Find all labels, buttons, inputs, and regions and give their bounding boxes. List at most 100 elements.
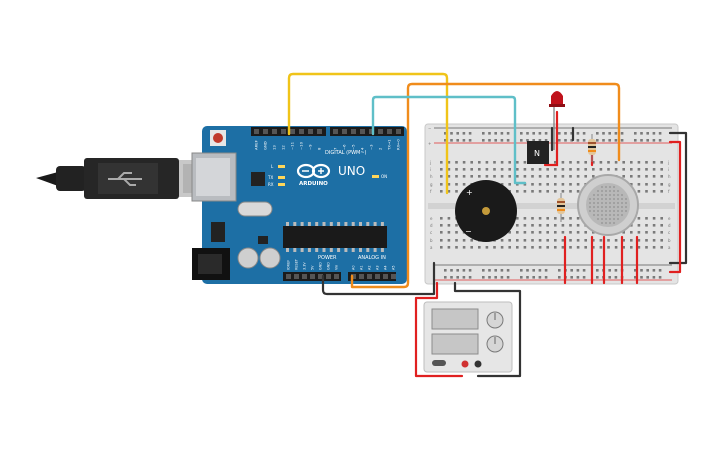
rail-hole[interactable] (488, 269, 491, 272)
breadboard-hole[interactable] (447, 190, 451, 193)
breadboard-hole[interactable] (508, 183, 511, 186)
breadboard-hole[interactable] (622, 161, 625, 164)
rail-hole[interactable] (500, 139, 504, 142)
breadboard-hole[interactable] (584, 239, 587, 242)
breadboard-hole[interactable] (561, 231, 565, 234)
rail-hole[interactable] (646, 132, 649, 135)
breadboard-hole[interactable] (569, 231, 572, 234)
wire-red-supply[interactable] (414, 281, 464, 378)
digital-pin[interactable] (396, 129, 401, 134)
breadboard-jumpers[interactable] (543, 110, 639, 285)
breadboard-hole[interactable] (652, 161, 656, 164)
breadboard-hole[interactable] (516, 239, 519, 242)
usb-cable[interactable] (36, 158, 206, 199)
breadboard-hole[interactable] (630, 161, 633, 164)
breadboard-hole[interactable] (523, 224, 527, 227)
breadboard-hole[interactable] (576, 239, 580, 242)
rail-hole[interactable] (526, 269, 529, 272)
rail-hole[interactable] (532, 269, 535, 272)
rail-hole[interactable] (506, 139, 510, 142)
breadboard-hole[interactable] (554, 161, 557, 164)
breadboard-hole[interactable] (569, 224, 572, 227)
rail-hole[interactable] (602, 139, 605, 142)
digital-pin-holes[interactable] (254, 129, 401, 134)
breadboard-hole[interactable] (637, 183, 641, 186)
power-pin[interactable] (334, 274, 339, 279)
breadboard-hole[interactable] (637, 231, 641, 234)
breadboard-hole[interactable] (546, 217, 549, 220)
breadboard-hole[interactable] (622, 246, 625, 249)
breadboard-hole[interactable] (576, 183, 580, 186)
breadboard-hole[interactable] (561, 246, 565, 249)
rail-hole[interactable] (614, 269, 618, 272)
power-pin[interactable] (326, 274, 331, 279)
rail-hole[interactable] (608, 276, 611, 279)
analog-pin[interactable] (383, 274, 388, 279)
npn-transistor[interactable]: N (527, 141, 549, 164)
breadboard-hole[interactable] (447, 224, 451, 227)
breadboard-hole[interactable] (440, 246, 443, 249)
breadboard-hole[interactable] (500, 161, 504, 164)
breadboard-hole[interactable] (660, 217, 663, 220)
digital-pin[interactable] (342, 129, 347, 134)
rail-hole[interactable] (602, 132, 605, 135)
rail-hole[interactable] (596, 132, 599, 135)
rail-hole[interactable] (450, 139, 453, 142)
analog-pin[interactable] (351, 274, 356, 279)
breadboard-hole[interactable] (455, 239, 458, 242)
breadboard-hole[interactable] (652, 246, 656, 249)
rail-hole[interactable] (646, 269, 649, 272)
rail-hole[interactable] (544, 276, 548, 279)
breadboard-hole[interactable] (440, 168, 443, 171)
breadboard-hole[interactable] (569, 175, 572, 178)
breadboard-hole[interactable] (622, 168, 625, 171)
rail-hole[interactable] (634, 269, 637, 272)
breadboard-hole[interactable] (447, 183, 451, 186)
breadboard-hole[interactable] (630, 168, 633, 171)
rail-hole[interactable] (640, 132, 643, 135)
breadboard-hole[interactable] (516, 190, 519, 193)
breadboard-hole[interactable] (531, 175, 534, 178)
breadboard-hole[interactable] (516, 168, 519, 171)
breadboard-hole[interactable] (637, 168, 641, 171)
breadboard-hole[interactable] (576, 224, 580, 227)
digital-pin[interactable] (290, 129, 295, 134)
breadboard-hole[interactable] (569, 183, 572, 186)
breadboard-hole[interactable] (561, 239, 565, 242)
breadboard-hole[interactable] (607, 168, 610, 171)
bottom-pin-holes[interactable] (286, 274, 396, 279)
digital-pin[interactable] (360, 129, 365, 134)
breadboard-hole[interactable] (516, 224, 519, 227)
breadboard-hole[interactable] (470, 161, 473, 164)
breadboard-hole[interactable] (470, 168, 473, 171)
rail-hole[interactable] (544, 269, 548, 272)
breadboard-hole[interactable] (652, 183, 656, 186)
red-jumper-led[interactable] (543, 110, 559, 167)
breadboard-hole[interactable] (531, 239, 534, 242)
breadboard-hole[interactable] (546, 190, 549, 193)
rail-hole[interactable] (500, 269, 504, 272)
rail-hole[interactable] (658, 132, 662, 135)
rail-hole[interactable] (582, 139, 586, 142)
rail-hole[interactable] (494, 139, 497, 142)
breadboard-hole[interactable] (470, 175, 473, 178)
rail-hole[interactable] (532, 139, 535, 142)
breadboard-hole[interactable] (516, 161, 519, 164)
breadboard-hole[interactable] (455, 175, 458, 178)
breadboard-hole[interactable] (645, 183, 648, 186)
rail-hole[interactable] (450, 269, 453, 272)
breadboard-hole[interactable] (622, 239, 625, 242)
breadboard-hole[interactable] (531, 190, 534, 193)
rail-hole[interactable] (652, 132, 656, 135)
breadboard-hole[interactable] (538, 224, 542, 227)
rail-hole[interactable] (614, 276, 618, 279)
digital-pin[interactable] (254, 129, 259, 134)
breadboard-hole[interactable] (660, 224, 663, 227)
breadboard-hole[interactable] (523, 168, 527, 171)
wires[interactable] (287, 72, 688, 378)
breadboard-hole[interactable] (592, 246, 595, 249)
analog-pin[interactable] (359, 274, 364, 279)
rail-hole[interactable] (526, 276, 529, 279)
rail-hole[interactable] (596, 276, 599, 279)
breadboard-hole[interactable] (485, 161, 489, 164)
